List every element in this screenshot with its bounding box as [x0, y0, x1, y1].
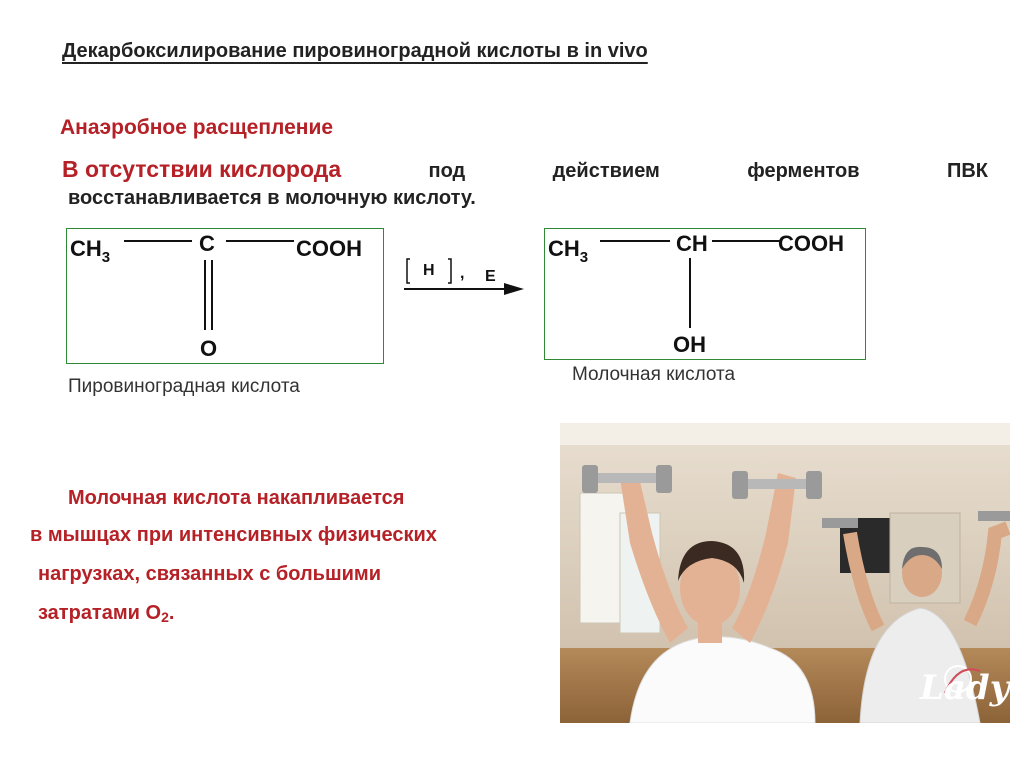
- product-bond-oh: [689, 258, 691, 328]
- intro-word: ПВК: [946, 160, 988, 182]
- reactant-double-bond-a: [204, 260, 206, 330]
- product-ch3: CH3: [548, 236, 589, 266]
- reactant-caption: Пировиноградная кислота: [68, 376, 300, 397]
- product-oh: OH: [673, 332, 706, 357]
- reactant-carbon: C: [199, 231, 215, 256]
- intro-highlight: В отсутствии кислорода: [62, 156, 342, 182]
- note-line-2: в мышцах при интенсивных физических: [30, 524, 437, 546]
- intro-word: ферментов: [747, 160, 860, 182]
- intro-word: действием: [552, 160, 660, 182]
- product-box: [544, 228, 866, 360]
- reactant-bond-2: [226, 240, 294, 242]
- product-ch: CH: [676, 231, 708, 256]
- note-line-4: затратами O2.: [38, 602, 175, 625]
- arrow-e: E: [485, 268, 496, 285]
- note-line-1: Молочная кислота накапливается: [68, 487, 405, 509]
- intro-text: В отсутствии кислорода под действием фер…: [62, 156, 988, 210]
- product-bond-2: [712, 240, 780, 242]
- gym-photo: [560, 423, 1010, 723]
- photo-watermark: Lady: [920, 668, 1010, 708]
- reactant-ch3: CH3: [70, 236, 111, 266]
- slide-title: Декарбоксилирование пировиноградной кисл…: [62, 40, 648, 62]
- reactant-box: [66, 228, 384, 364]
- arrow-h: H: [423, 262, 435, 279]
- reactant-bond-1: [124, 240, 192, 242]
- product-cooh: COOH: [778, 231, 844, 256]
- product-bond-1: [600, 240, 670, 242]
- reactant-cooh: COOH: [296, 236, 362, 261]
- intro-line2: восстанавливается в молочную кислоту.: [68, 187, 476, 209]
- slide-subtitle: Анаэробное расщепление: [60, 116, 334, 139]
- note-line-3: нагрузках, связанных с большими: [38, 563, 382, 585]
- reaction-arrow-icon: [404, 258, 524, 295]
- reactant-oxygen: O: [200, 336, 218, 361]
- reactant-double-bond-b: [211, 260, 213, 330]
- product-caption: Молочная кислота: [572, 364, 736, 385]
- arrow-comma: ,: [460, 265, 465, 282]
- intro-word: под: [428, 160, 466, 182]
